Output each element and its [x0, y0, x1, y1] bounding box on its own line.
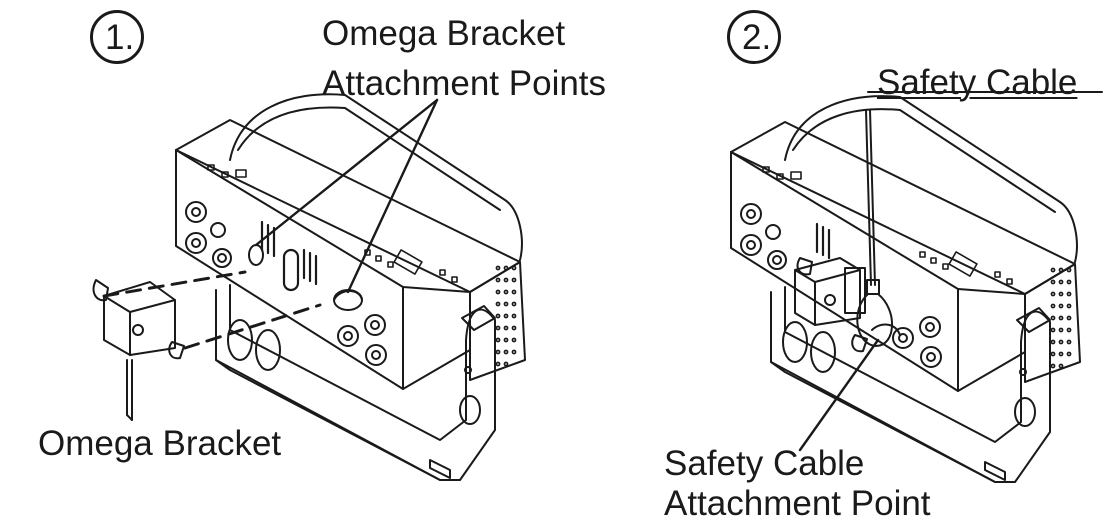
alignment-line-upper: [102, 270, 247, 298]
fixture-2-housing: [784, 95, 1078, 263]
fixture-2-controls: [762, 166, 1013, 285]
fixture-1-side-vents: [495, 265, 517, 367]
safety-cable-attachment-label-line1: Safety Cable: [664, 444, 865, 483]
fixture-2: [730, 91, 1103, 483]
safety-cable-label: Safety Cable: [877, 63, 1078, 102]
attachment-points-label-line1: Omega Bracket: [322, 14, 566, 53]
omega-bracket-1: [92, 279, 185, 421]
alignment-line-lower: [183, 303, 322, 350]
step-1-number: 1.: [105, 18, 135, 57]
fixture-1-connectors: [185, 201, 387, 366]
step-2-number: 2.: [742, 18, 772, 57]
fixture-2-connectors: [740, 203, 942, 368]
fixture-2-side-vents: [1050, 267, 1072, 369]
leader-attachment-left: [254, 98, 439, 247]
fixture-2-yoke: [770, 286, 1051, 483]
fixture-1-vent-slots: [260, 220, 318, 292]
fixture-1-yoke: [215, 284, 496, 481]
fixture-1-front-panel: [175, 149, 404, 390]
leader-safety-cable-attachment: [798, 338, 880, 452]
omega-bracket-label: Omega Bracket: [38, 424, 282, 463]
leader-attachment-right: [346, 98, 439, 294]
step-1-badge: 1.: [90, 10, 144, 64]
attachment-points-label-line2: Attachment Points: [322, 64, 607, 103]
fixture-1-attachment-point-left: [248, 244, 264, 266]
safety-cable-attachment-label-line2: Attachment Point: [664, 484, 931, 523]
fixture-1: [92, 93, 526, 481]
fixture-1-controls: [207, 164, 458, 283]
omega-bracket-2: [794, 257, 868, 353]
step-2-badge: 2.: [727, 10, 781, 64]
safety-cable: [856, 109, 901, 347]
fixture-1-housing: [229, 93, 523, 261]
fixture-1-side-face: [402, 286, 471, 390]
fixture-2-vent-slots: [815, 222, 831, 260]
